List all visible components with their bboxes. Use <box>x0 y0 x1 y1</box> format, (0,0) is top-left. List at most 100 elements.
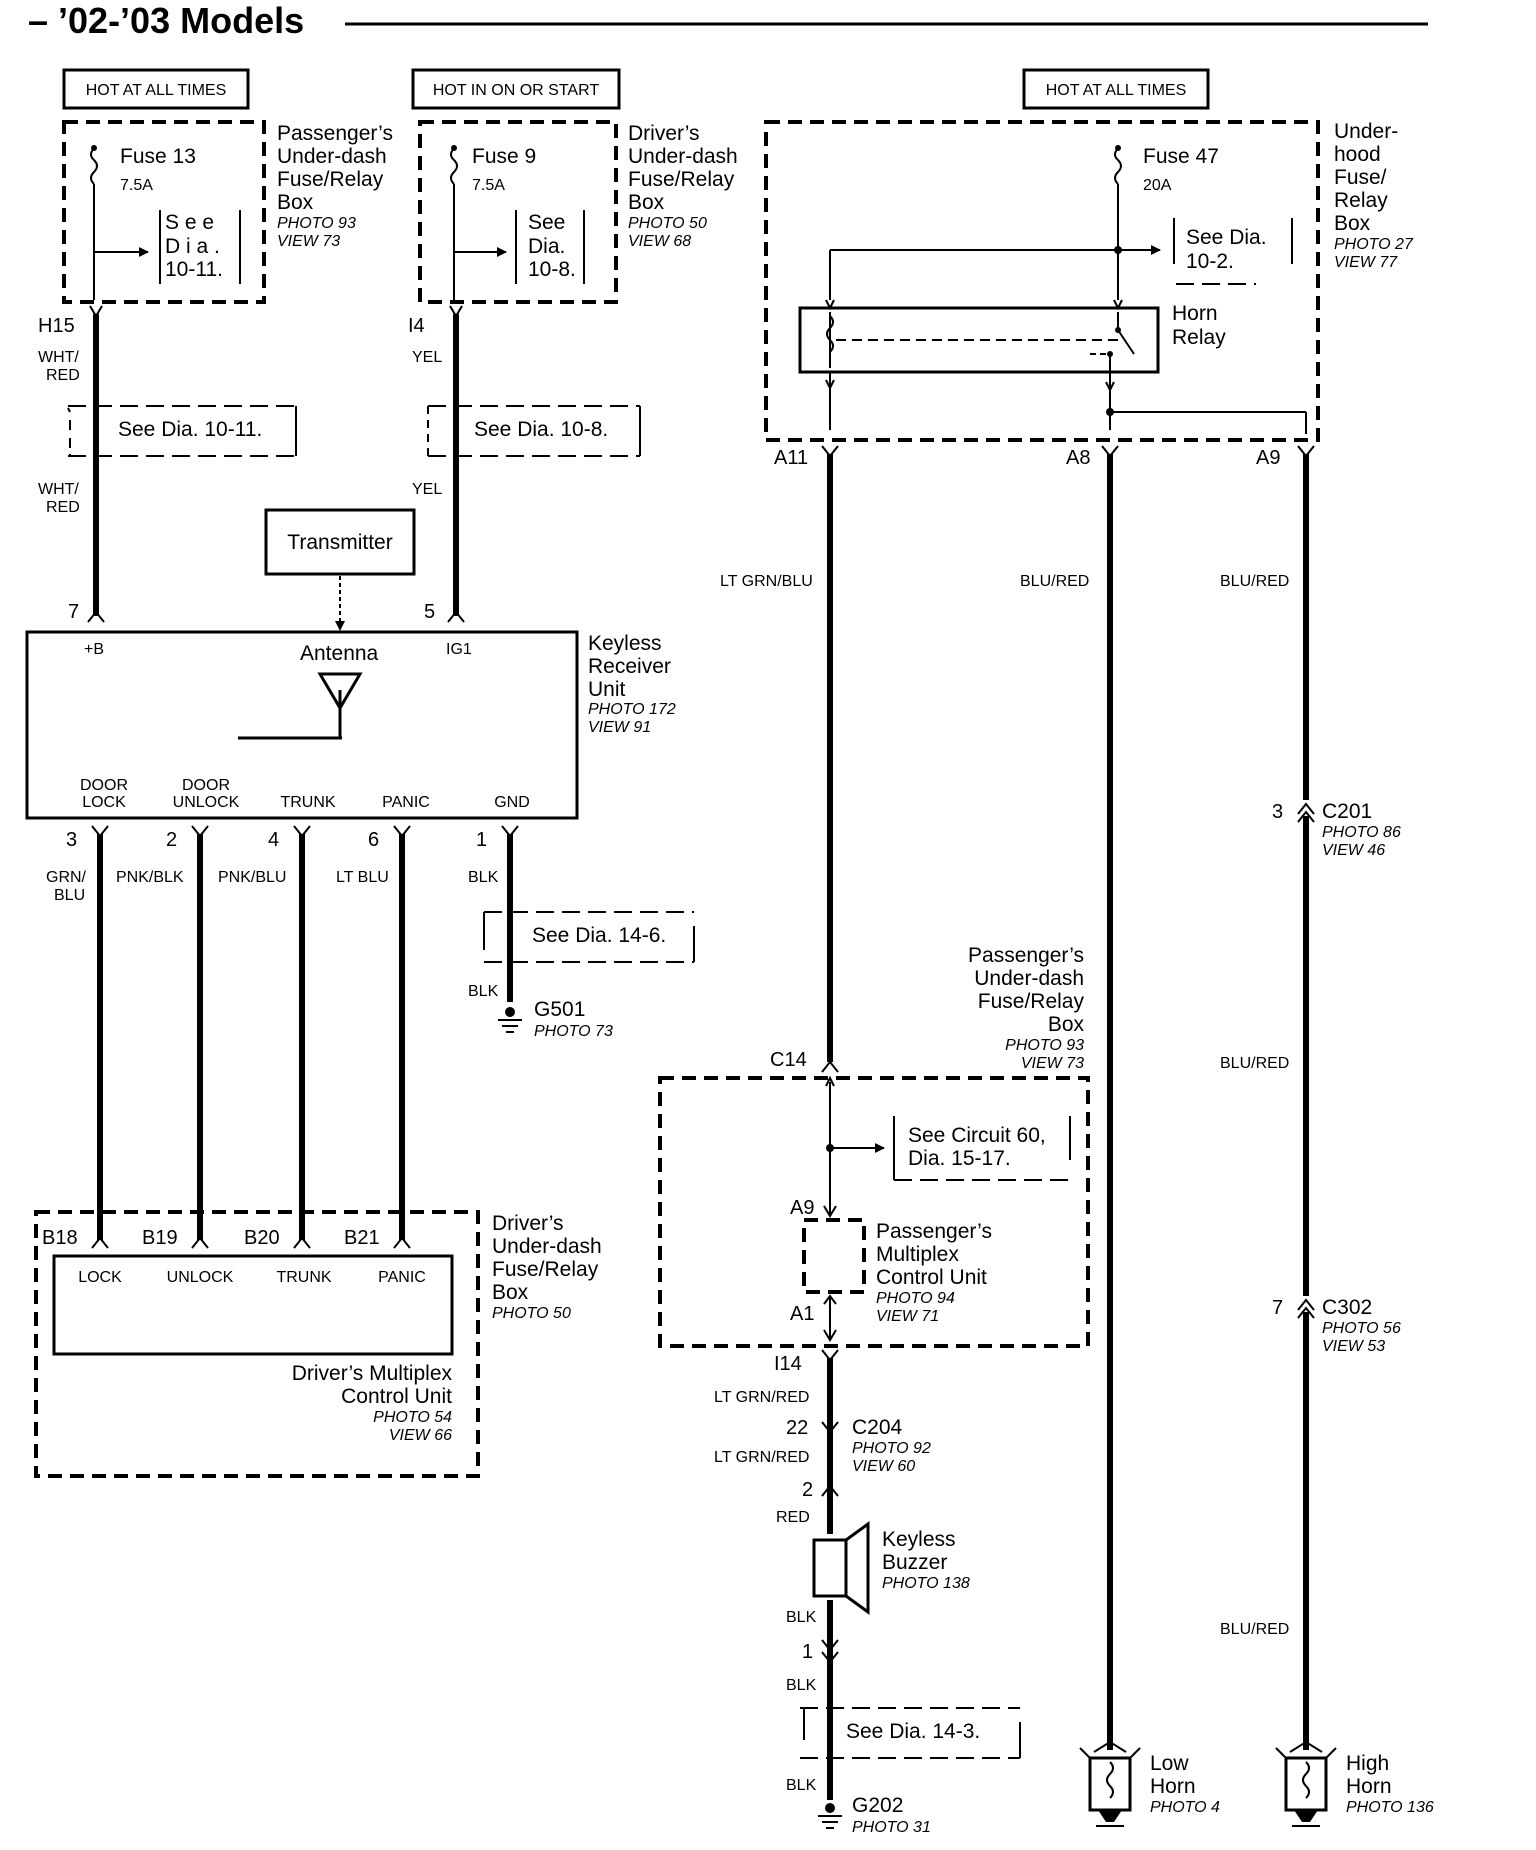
svg-text:4: 4 <box>268 829 279 851</box>
svg-text:VIEW 68: VIEW 68 <box>628 233 691 250</box>
diagram-title: – ’02-’03 Models <box>28 0 304 41</box>
svg-text:Fuse/: Fuse/ <box>1334 166 1387 189</box>
svg-text:C302: C302 <box>1322 1296 1372 1319</box>
svg-text:I4: I4 <box>408 315 425 337</box>
svg-text:PNK/BLK: PNK/BLK <box>116 869 184 886</box>
svg-text:PHOTO 93: PHOTO 93 <box>1005 1037 1084 1054</box>
svg-text:B19: B19 <box>142 1227 178 1249</box>
passenger-underdash-box: Passenger’s Under-dash Fuse/Relay Box PH… <box>658 944 1090 1348</box>
svg-text:Driver’s: Driver’s <box>492 1212 564 1235</box>
svg-text:See Circuit 60,: See Circuit 60, <box>908 1124 1046 1147</box>
svg-text:PANIC: PANIC <box>382 794 430 811</box>
svg-text:Fuse/Relay: Fuse/Relay <box>628 168 735 191</box>
svg-text:VIEW 46: VIEW 46 <box>1322 842 1385 859</box>
svg-text:PHOTO 31: PHOTO 31 <box>852 1819 931 1836</box>
svg-text:Box: Box <box>492 1281 529 1304</box>
svg-text:Keyless: Keyless <box>588 632 662 655</box>
svg-text:Box: Box <box>277 191 314 214</box>
svg-text:BLU/RED: BLU/RED <box>1220 1055 1289 1072</box>
svg-text:BLU/RED: BLU/RED <box>1220 573 1289 590</box>
svg-text:VIEW 71: VIEW 71 <box>876 1308 939 1325</box>
svg-text:5: 5 <box>424 601 435 623</box>
svg-text:Receiver: Receiver <box>588 655 671 678</box>
svg-text:VIEW 53: VIEW 53 <box>1322 1338 1385 1355</box>
svg-text:10-8.: 10-8. <box>528 258 576 281</box>
svg-text:B21: B21 <box>344 1227 380 1249</box>
svg-text:Dia.: Dia. <box>528 235 565 258</box>
power-label-left: HOT AT ALL TIMES <box>62 68 250 110</box>
svg-text:BLK: BLK <box>786 1777 817 1794</box>
wire-i4: I4 YEL YEL 5 <box>408 305 465 623</box>
see-dia-10-11-text: See Dia. 10-11. <box>118 418 262 441</box>
ground-g501: G501 PHOTO 73 <box>498 998 613 1040</box>
svg-text:HOT AT ALL TIMES: HOT AT ALL TIMES <box>86 82 227 99</box>
svg-text:PHOTO 73: PHOTO 73 <box>534 1023 613 1040</box>
wire-i14-buzzer: I14 LT GRN/RED 22 C204 PHOTO 92 VIEW 60 … <box>714 1349 931 1534</box>
low-horn: Low Horn PHOTO 4 <box>1079 1740 1220 1827</box>
wire-a8: A8 BLU/RED <box>1020 445 1119 1750</box>
driver-underdash-box: B18 B19 B20 B21 LOCK UNLOCK TRUNK PANIC … <box>34 1210 602 1478</box>
svg-text:A8: A8 <box>1066 447 1090 469</box>
svg-text:UNLOCK: UNLOCK <box>173 794 240 811</box>
svg-text:WHT/: WHT/ <box>38 481 79 498</box>
svg-text:UNLOCK: UNLOCK <box>167 1269 234 1286</box>
keyless-buzzer: Keyless Buzzer PHOTO 138 <box>812 1521 970 1615</box>
svg-text:B18: B18 <box>42 1227 78 1249</box>
svg-text:Fuse/Relay: Fuse/Relay <box>492 1258 599 1281</box>
svg-text:VIEW 66: VIEW 66 <box>389 1427 452 1444</box>
svg-text:Horn: Horn <box>1346 1775 1392 1798</box>
antenna-icon <box>317 672 363 711</box>
svg-text:+B: +B <box>84 641 104 658</box>
transmitter: Transmitter <box>264 508 416 631</box>
driver-fuse-box-top: Fuse 9 7.5A See Dia. 10-8. Driver’s Unde… <box>418 120 738 304</box>
svg-text:2: 2 <box>802 1479 813 1501</box>
svg-text:Under-dash: Under-dash <box>628 145 738 168</box>
svg-text:TRUNK: TRUNK <box>280 794 335 811</box>
svg-text:See: See <box>528 211 565 234</box>
svg-text:VIEW 73: VIEW 73 <box>1021 1055 1084 1072</box>
svg-text:Passenger’s: Passenger’s <box>277 122 393 145</box>
svg-text:H15: H15 <box>38 315 75 337</box>
svg-text:6: 6 <box>368 829 379 851</box>
svg-text:PHOTO 56: PHOTO 56 <box>1322 1320 1401 1337</box>
svg-text:PHOTO 94: PHOTO 94 <box>876 1290 955 1307</box>
svg-text:PNK/BLU: PNK/BLU <box>218 869 286 886</box>
svg-text:C201: C201 <box>1322 800 1372 823</box>
svg-text:3: 3 <box>1272 801 1283 823</box>
svg-text:High: High <box>1346 1752 1389 1775</box>
see-dia-14-6-text: See Dia. 14-6. <box>532 924 666 947</box>
svg-text:PHOTO 86: PHOTO 86 <box>1322 824 1401 841</box>
svg-text:BLK: BLK <box>786 1677 817 1694</box>
svg-text:TRUNK: TRUNK <box>276 1269 331 1286</box>
svg-text:Control Unit: Control Unit <box>341 1385 452 1408</box>
fuse-47-rating: 20A <box>1143 177 1172 194</box>
svg-text:LT GRN/RED: LT GRN/RED <box>714 1449 809 1466</box>
svg-text:7: 7 <box>1272 1297 1283 1319</box>
svg-text:YEL: YEL <box>412 481 442 498</box>
svg-text:2: 2 <box>166 829 177 851</box>
svg-text:PHOTO 27: PHOTO 27 <box>1334 236 1414 253</box>
fuse-13-rating: 7.5A <box>120 177 153 194</box>
keyless-receiver-unit: +B IG1 Antenna Keyless Receiver Unit PHO… <box>25 630 676 820</box>
svg-text:I14: I14 <box>774 1353 802 1375</box>
svg-text:BLK: BLK <box>468 983 499 1000</box>
svg-text:22: 22 <box>786 1417 808 1439</box>
svg-text:LOCK: LOCK <box>78 1269 122 1286</box>
svg-text:Buzzer: Buzzer <box>882 1551 947 1574</box>
svg-text:hood: hood <box>1334 143 1381 166</box>
svg-text:RED: RED <box>46 367 80 384</box>
svg-text:Relay: Relay <box>1172 326 1226 349</box>
svg-text:BLK: BLK <box>786 1609 817 1626</box>
wire-h15: H15 WHT/ RED WHT/ RED 7 <box>38 305 105 623</box>
svg-text:Under-dash: Under-dash <box>277 145 387 168</box>
see-dia-14-3-text: See Dia. 14-3. <box>846 1720 980 1743</box>
svg-text:10-2.: 10-2. <box>1186 250 1234 273</box>
svg-text:VIEW 60: VIEW 60 <box>852 1458 915 1475</box>
svg-text:10-11.: 10-11. <box>165 258 223 281</box>
svg-text:GND: GND <box>494 794 530 811</box>
see-dia-10-8-box: See Dia. 10-8. <box>427 405 641 457</box>
svg-text:A9: A9 <box>790 1197 814 1219</box>
svg-text:BLU/RED: BLU/RED <box>1020 573 1089 590</box>
svg-text:LOCK: LOCK <box>82 794 126 811</box>
